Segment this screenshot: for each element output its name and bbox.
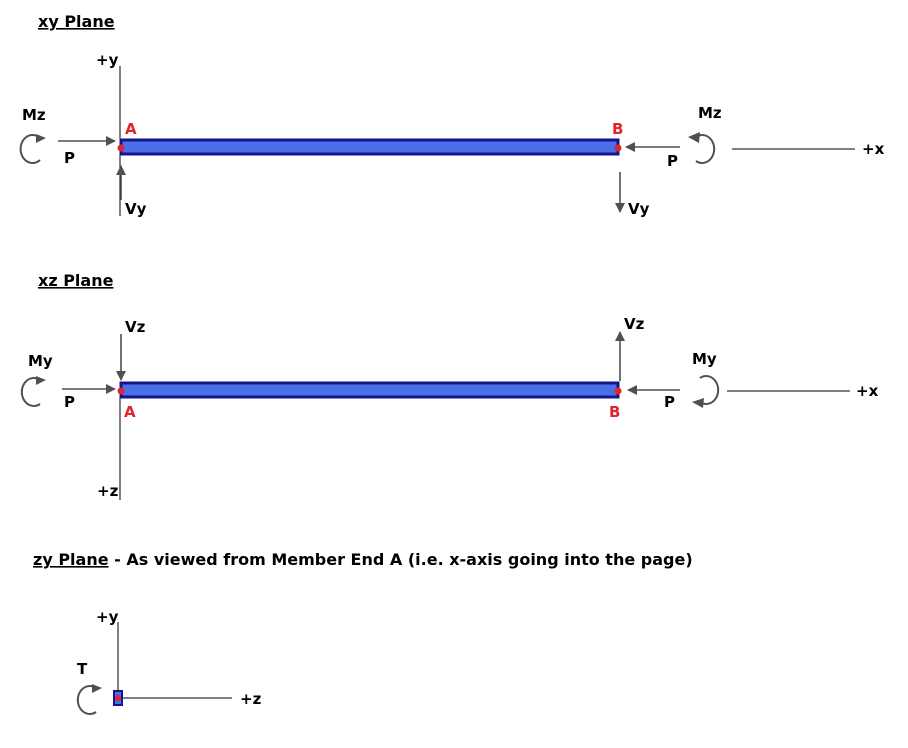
zy-torsion-arrowhead bbox=[92, 684, 102, 693]
xy-moment-b-arc bbox=[695, 134, 716, 164]
xz-axial-b-label: P bbox=[664, 393, 675, 411]
xy-end-b-point bbox=[614, 144, 622, 152]
xz-axial-a-label: P bbox=[64, 393, 75, 411]
xz-moment-a-arrowhead bbox=[36, 376, 46, 385]
xz-shear-b-label: Vz bbox=[624, 315, 645, 333]
xy-moment-a-arrowhead bbox=[36, 134, 46, 143]
zy-plane-subtitle: - As viewed from Member End A (i.e. x-ax… bbox=[109, 550, 693, 569]
xy-axial-b-label: P bbox=[667, 152, 678, 170]
xz-plane-title: xz Plane bbox=[38, 271, 114, 290]
xy-moment-b-label: Mz bbox=[698, 104, 722, 122]
xy-shear-b-label: Vy bbox=[628, 200, 650, 218]
xz-end-a-label: A bbox=[124, 403, 136, 421]
zy-torsion-arc bbox=[76, 685, 97, 715]
zy-plane-panel: zy Plane - As viewed from Member End A (… bbox=[33, 550, 693, 715]
zy-plane-title: zy Plane bbox=[33, 550, 109, 569]
zy-plane-heading: zy Plane - As viewed from Member End A (… bbox=[33, 550, 693, 569]
xz-end-a-point bbox=[117, 387, 125, 395]
xy-plane-title: xy Plane bbox=[38, 12, 115, 31]
xz-end-b-point bbox=[614, 387, 622, 395]
xz-moment-a-arc bbox=[20, 377, 41, 407]
xy-end-a-point bbox=[117, 144, 125, 152]
xy-axial-a-label: P bbox=[64, 149, 75, 167]
xy-beam bbox=[119, 138, 620, 156]
xy-y-axis-label: +y bbox=[96, 51, 119, 69]
xz-moment-b-arc bbox=[699, 375, 720, 405]
xz-moment-b-arrowhead bbox=[692, 398, 704, 408]
zy-y-axis-label: +y bbox=[96, 608, 119, 626]
xy-shear-a-label: Vy bbox=[125, 200, 147, 218]
xz-plane-panel: xz Plane +z A B My P Vz My P Vz +x bbox=[20, 271, 879, 500]
zy-z-axis-label: +z bbox=[240, 690, 262, 708]
xz-moment-a-label: My bbox=[28, 352, 53, 370]
xz-moment-b-label: My bbox=[692, 350, 717, 368]
xz-x-axis-label: +x bbox=[856, 382, 879, 400]
xy-x-axis-label: +x bbox=[862, 140, 885, 158]
xz-beam bbox=[119, 381, 620, 399]
zy-torsion-label: T bbox=[77, 660, 88, 678]
xy-moment-a-label: Mz bbox=[22, 106, 46, 124]
xy-moment-a-arc bbox=[19, 134, 41, 164]
xy-end-b-label: B bbox=[612, 120, 623, 138]
xy-moment-b-arrowhead bbox=[688, 132, 700, 143]
xy-plane-panel: xy Plane +y A B Mz P Vy Mz P Vy +x bbox=[19, 12, 885, 218]
xz-end-b-label: B bbox=[609, 403, 620, 421]
xy-end-a-label: A bbox=[125, 120, 137, 138]
xz-shear-a-label: Vz bbox=[125, 318, 146, 336]
zy-section-center-point bbox=[115, 695, 121, 701]
xz-z-axis-label: +z bbox=[97, 482, 119, 500]
